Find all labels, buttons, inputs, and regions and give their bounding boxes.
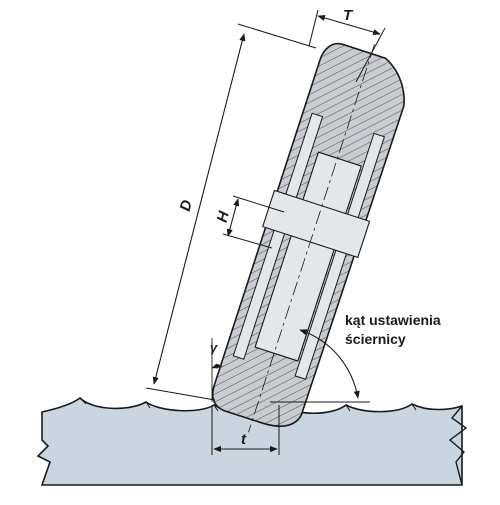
dim-d-ext-top — [237, 23, 317, 49]
angle-note-line1: kąt ustawienia — [345, 312, 441, 328]
angle-note-line2: ściernicy — [345, 331, 406, 347]
dim-t-line — [317, 14, 381, 36]
angle-arc — [299, 329, 360, 399]
dim-t-ext-right — [355, 27, 386, 83]
dim-h-label: H — [214, 208, 233, 224]
gamma-label: γ — [210, 340, 218, 355]
blade-break-right — [448, 405, 468, 486]
dim-h-line — [226, 198, 240, 237]
dim-pitch-label: t — [241, 431, 247, 448]
grinding-wheel — [211, 42, 405, 433]
gamma-arc — [211, 363, 223, 369]
dim-d-ext-bottom — [145, 387, 216, 401]
dim-d-label: D — [177, 198, 196, 213]
dim-t-label: T — [343, 7, 354, 24]
dim-t-ext-left — [308, 9, 319, 47]
dim-d-line — [152, 33, 246, 385]
wheel-core — [254, 151, 362, 362]
dim-h-ext-top — [232, 195, 285, 213]
